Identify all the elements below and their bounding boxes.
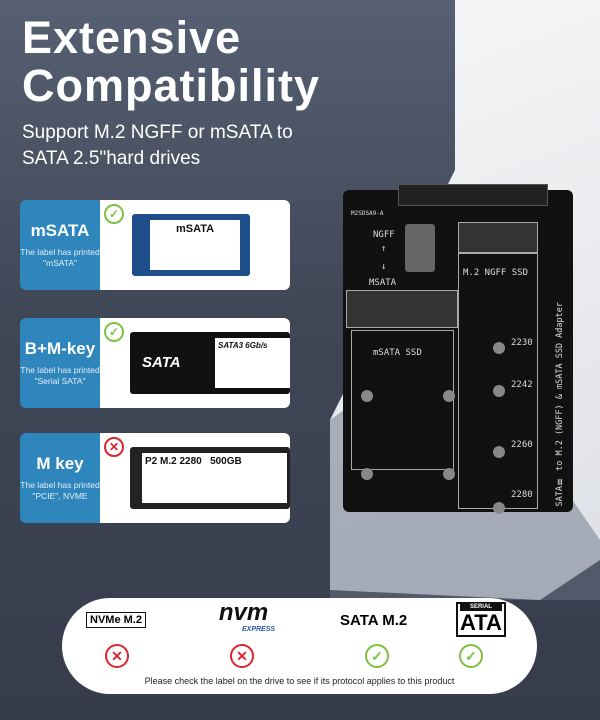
cross-icon: ✕ [104, 437, 124, 457]
card-desc: The label has printed "PCIE", NVME [20, 480, 100, 501]
card-desc: The label has printed "mSATA" [20, 247, 100, 268]
check-icon: ✓ [104, 322, 124, 342]
switch [405, 224, 435, 272]
card-title: B+M-key [24, 339, 96, 358]
cross-icon: ✕ [105, 644, 129, 668]
compatibility-note: Please check the label on the drive to s… [144, 676, 455, 686]
sata-connector [398, 184, 548, 206]
card-title: mSATA [30, 221, 90, 240]
nvme-drive-image: P2 M.2 2280 500GB [130, 447, 290, 509]
cross-icon: ✕ [230, 644, 254, 668]
card-desc: The label has printed "Serial SATA" [20, 365, 100, 386]
check-icon: ✓ [104, 204, 124, 224]
sata-m2-label: SATA M.2 [340, 612, 408, 629]
check-icon: ✓ [365, 644, 389, 668]
sata-drive-image: SATA SATA3 6Gb/s [130, 332, 290, 394]
adapter-text: SATAⅢ to M.2 (NGFF) & mSATA SSD Adapter [555, 302, 565, 507]
check-icon: ✓ [459, 644, 483, 668]
card-title: M key [36, 454, 84, 473]
adapter-board-image: M2SDSA9-A NGFF ↑ ↓ MSATA M.2 NGFF SSD mS… [343, 184, 573, 514]
card-msata: mSATA The label has printed "mSATA" ✓ mSA… [20, 200, 290, 290]
msata-drive-image: mSATA [132, 214, 250, 276]
nvme-m2-label: NVMe M.2 [86, 612, 146, 628]
